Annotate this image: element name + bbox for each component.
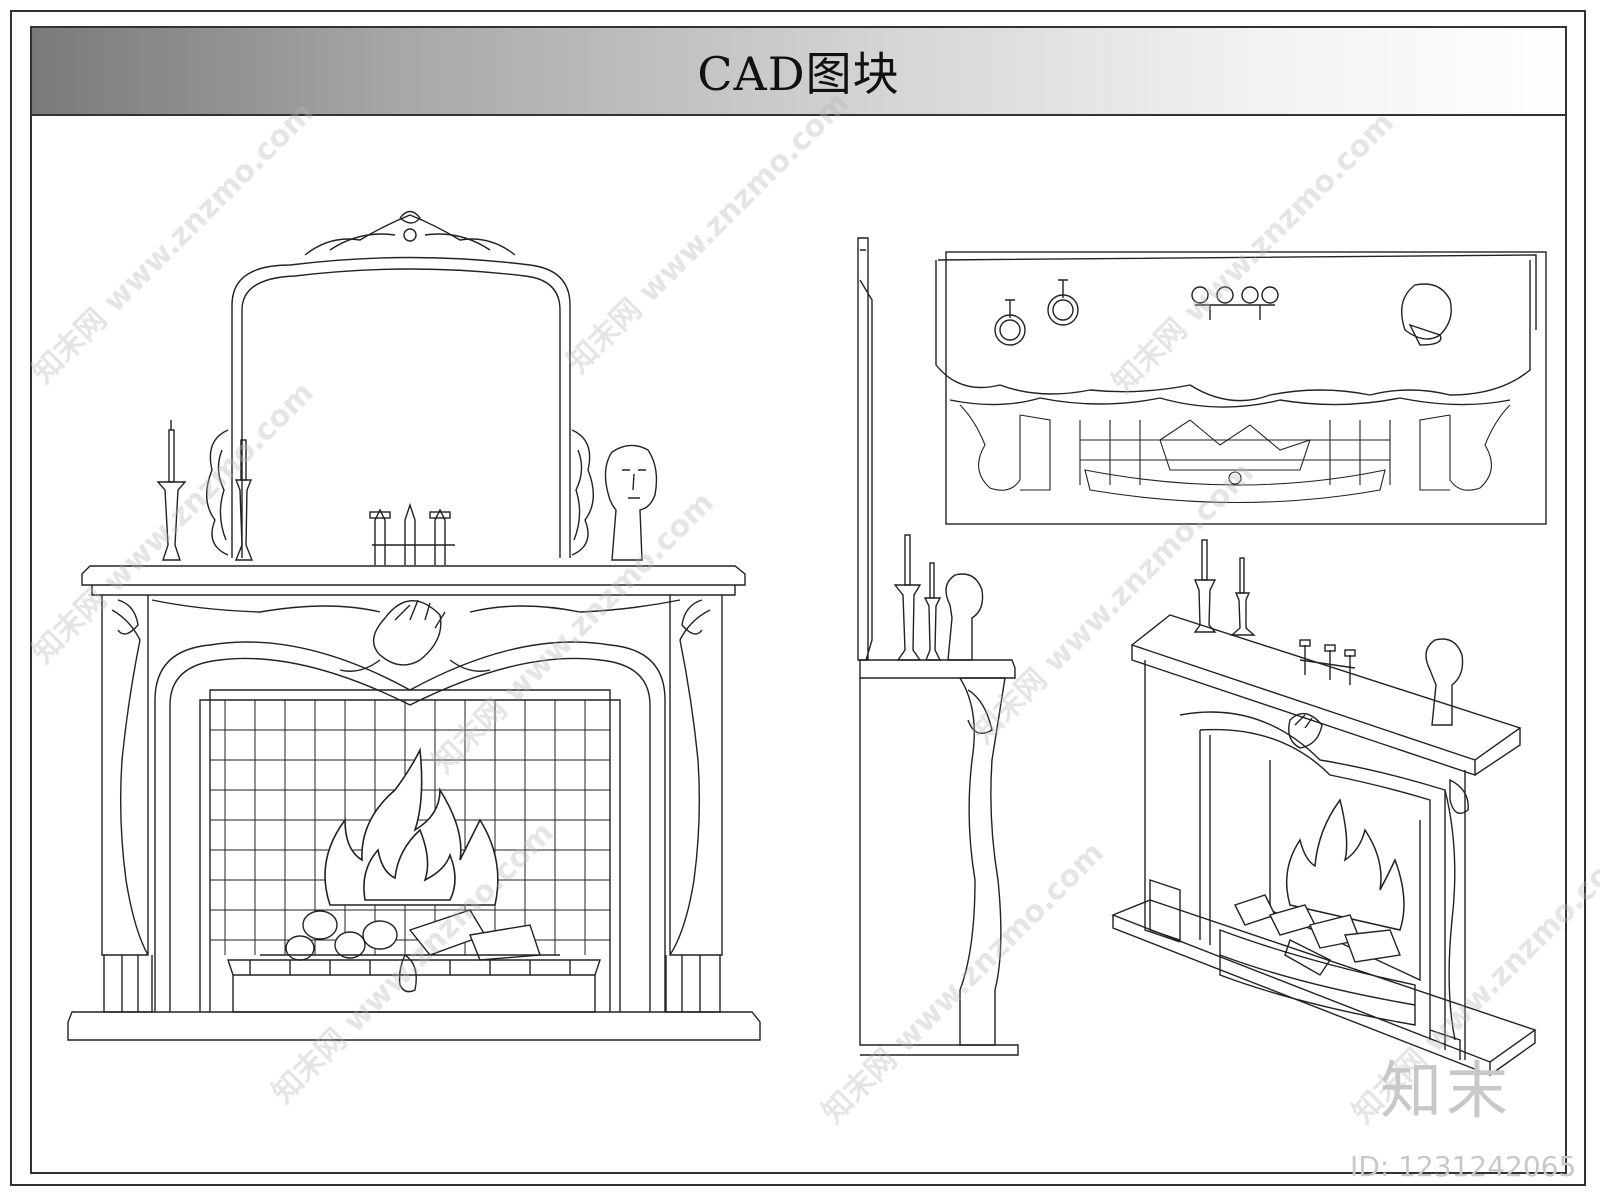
persp-candlestick-1 xyxy=(1193,539,1217,633)
fire-flames xyxy=(324,747,499,906)
plan-mantel-outline xyxy=(935,260,1531,402)
mantel-shelf xyxy=(81,565,746,596)
persp-candlestick-2 xyxy=(1230,557,1256,636)
brand-logo: 知末 xyxy=(1380,1054,1513,1127)
persp-grate xyxy=(1219,928,1416,1026)
right-scroll-ornament xyxy=(571,429,594,556)
image-id-label: ID: 1231242065 xyxy=(1350,1150,1577,1183)
plan-candlestick-1 xyxy=(994,299,1026,346)
plan-candelabra xyxy=(1191,286,1279,320)
persp-logs xyxy=(1234,894,1401,976)
inner-frame xyxy=(30,26,1567,1174)
plan-firebox xyxy=(959,404,1511,504)
side-elevation xyxy=(857,237,1019,1056)
candlestick-tall xyxy=(156,420,187,561)
persp-bust xyxy=(1425,638,1464,726)
firebox-surround xyxy=(154,641,666,1012)
side-mantel xyxy=(859,659,1016,679)
left-scroll-ornament xyxy=(206,429,229,556)
persp-hearth xyxy=(1111,899,1537,1077)
plan-wall xyxy=(945,251,1547,525)
bust-sculpture xyxy=(604,444,658,561)
front-elevation xyxy=(67,210,761,1041)
plan-view xyxy=(935,251,1547,525)
candlestick-short xyxy=(234,439,254,561)
page-title: CAD图块 xyxy=(697,47,900,101)
frieze-ornament xyxy=(151,599,681,672)
side-bust xyxy=(945,573,984,661)
plan-candlestick-2 xyxy=(1047,279,1079,326)
side-candlestick xyxy=(893,534,942,661)
candelabra xyxy=(369,502,455,565)
outer-frame xyxy=(10,10,1586,1186)
persp-mantel-top xyxy=(1130,614,1522,761)
fire-logs xyxy=(260,909,560,961)
plan-bust xyxy=(1401,283,1452,346)
persp-front-face xyxy=(1144,660,1466,1060)
mirror xyxy=(231,256,571,558)
mirror-crest xyxy=(304,210,516,256)
persp-shell xyxy=(1288,712,1323,749)
persp-right-leg xyxy=(1444,778,1469,1041)
mirror-side-profile xyxy=(857,237,873,661)
persp-candelabra xyxy=(1299,639,1356,685)
persp-flames xyxy=(1285,798,1405,931)
side-body xyxy=(859,678,1019,1056)
right-column xyxy=(665,595,723,1013)
hearth-base xyxy=(67,1011,761,1041)
left-column xyxy=(101,595,153,1013)
perspective-view xyxy=(1111,539,1537,1077)
title-bar: CAD图块 xyxy=(32,28,1565,116)
